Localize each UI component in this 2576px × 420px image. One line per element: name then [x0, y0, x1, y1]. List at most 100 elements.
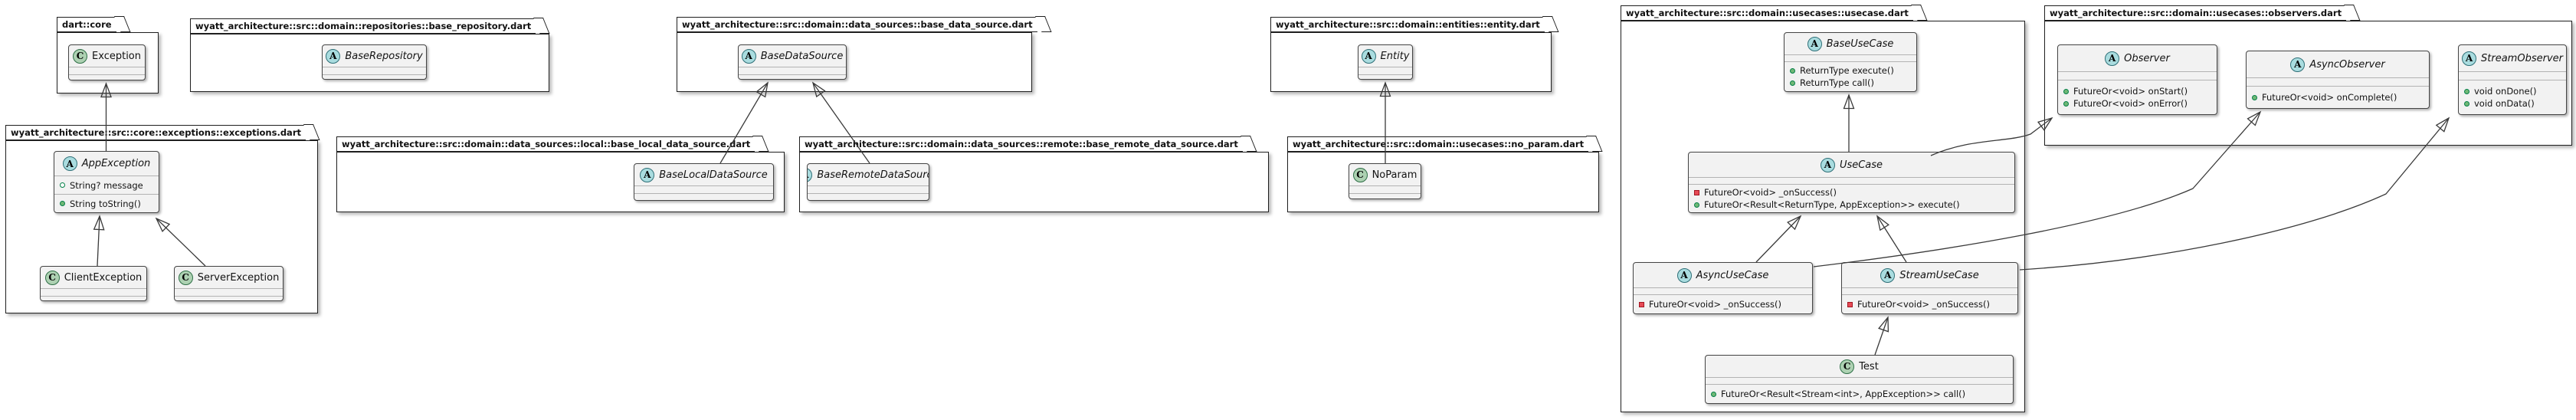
method-text: FutureOr<void> onStart() — [2073, 86, 2188, 97]
package-tab: wyatt_architecture::src::domain::reposit… — [190, 18, 536, 34]
methods-compartment: ReturnType execute() ReturnType call() — [1785, 61, 1916, 91]
methods-compartment: String toString() — [54, 194, 159, 212]
class-name: Test — [1859, 360, 1879, 372]
class-spot-icon: C — [178, 270, 193, 285]
public-method-icon — [2063, 88, 2069, 94]
class-name: BaseRemoteDataSource — [817, 169, 929, 181]
class-name: AsyncObserver — [2309, 58, 2385, 71]
empty-fields-compartment — [1634, 287, 1812, 294]
empty-methods-compartment — [323, 74, 426, 79]
method-text: FutureOr<void> _onSuccess() — [1704, 187, 1837, 198]
private-method-icon — [1694, 189, 1699, 195]
empty-fields-compartment — [1785, 54, 1916, 61]
empty-fields-compartment — [69, 67, 145, 74]
empty-fields-compartment — [2058, 71, 2217, 80]
public-method-icon — [1790, 67, 1795, 74]
abstract-spot-icon: A — [808, 167, 813, 182]
class-header: C NoParam — [1349, 164, 1421, 185]
method-text: ReturnType execute() — [1800, 65, 1894, 76]
empty-fields-compartment — [1349, 185, 1421, 193]
public-method-icon — [2464, 100, 2469, 107]
method-row: FutureOr<void> onError() — [2058, 97, 2217, 110]
class-appexception: A AppException String? message String to… — [54, 151, 159, 213]
class-streamusecase: A StreamUseCase FutureOr<void> _onSucces… — [1841, 262, 2018, 314]
method-text: void onDone() — [2474, 86, 2537, 97]
class-name: StreamUseCase — [1899, 269, 1979, 281]
abstract-spot-icon: A — [1820, 157, 1835, 172]
class-name: NoParam — [1372, 169, 1417, 181]
empty-fields-compartment — [2247, 77, 2429, 86]
public-method-icon — [2252, 94, 2257, 100]
class-header: A StreamUseCase — [1842, 263, 2017, 287]
empty-fields-compartment — [1689, 177, 2014, 184]
class-name: BaseUseCase — [1826, 38, 1894, 50]
class-name: Entity — [1380, 50, 1410, 62]
class-clientexception: C ClientException — [40, 266, 147, 301]
public-method-icon — [2464, 88, 2469, 94]
methods-compartment: FutureOr<void> _onSuccess() — [1634, 294, 1812, 313]
empty-fields-compartment — [1842, 287, 2017, 294]
empty-fields-compartment — [323, 67, 426, 74]
empty-fields-compartment — [1706, 377, 2013, 384]
methods-compartment: FutureOr<void> onStart() FutureOr<void> … — [2058, 80, 2217, 114]
class-header: A StreamObserver — [2459, 45, 2566, 71]
field-row: String? message — [54, 179, 159, 192]
package-body — [677, 32, 1032, 92]
empty-methods-compartment — [175, 296, 283, 300]
class-usecase: A UseCase FutureOr<void> _onSuccess() Fu… — [1688, 152, 2015, 213]
package-tab: wyatt_architecture::src::domain::data_so… — [677, 17, 1037, 32]
class-name: AppException — [81, 158, 151, 169]
empty-methods-compartment — [1358, 74, 1412, 79]
empty-fields-compartment — [739, 67, 846, 74]
class-name: ClientException — [64, 271, 143, 284]
class-baserepository: A BaseRepository — [322, 44, 427, 80]
class-spot-icon: C — [73, 48, 88, 64]
class-header: A Observer — [2058, 45, 2217, 71]
method-text: FutureOr<void> onComplete() — [2262, 92, 2397, 103]
package-tab: wyatt_architecture::src::domain::usecase… — [2044, 5, 2347, 21]
method-row: FutureOr<void> onStart() — [2058, 85, 2217, 97]
class-noparam: C NoParam — [1349, 163, 1421, 199]
method-text: String toString() — [70, 198, 141, 209]
empty-fields-compartment — [41, 288, 146, 296]
method-row: ReturnType execute() — [1785, 64, 1916, 77]
class-header: A BaseRepository — [323, 45, 426, 67]
class-header: C Test — [1706, 356, 2013, 377]
class-header: A AsyncUseCase — [1634, 263, 1812, 287]
class-name: BaseDataSource — [760, 50, 844, 62]
method-row: FutureOr<void> _onSuccess() — [1842, 298, 2017, 310]
empty-methods-compartment — [808, 193, 929, 200]
class-name: AsyncUseCase — [1696, 269, 1769, 281]
method-row: FutureOr<void> _onSuccess() — [1634, 298, 1812, 310]
package-tab: wyatt_architecture::src::domain::usecase… — [1621, 5, 1913, 21]
class-header: A AppException — [54, 152, 159, 176]
abstract-spot-icon: A — [640, 167, 655, 182]
private-method-icon — [1639, 301, 1644, 307]
method-row: void onData() — [2459, 97, 2566, 110]
empty-fields-compartment — [2459, 71, 2566, 80]
method-row: FutureOr<void> _onSuccess() — [1689, 186, 2014, 199]
private-method-icon — [1847, 301, 1853, 307]
class-test: C Test FutureOr<Result<Stream<int>, AppE… — [1705, 355, 2014, 404]
abstract-spot-icon: A — [2462, 51, 2477, 66]
empty-methods-compartment — [634, 193, 773, 200]
class-name: ServerException — [197, 271, 280, 284]
class-spot-icon: C — [1352, 167, 1368, 182]
public-method-icon — [1711, 391, 1716, 397]
method-row: void onDone() — [2459, 85, 2566, 97]
method-row: FutureOr<Result<Stream<int>, AppExceptio… — [1706, 388, 2013, 400]
class-baseusecase: A BaseUseCase ReturnType execute() Retur… — [1784, 32, 1917, 92]
methods-compartment: FutureOr<void> _onSuccess() FutureOr<Res… — [1689, 184, 2014, 212]
abstract-spot-icon: A — [1676, 267, 1692, 283]
class-basedatasource: A BaseDataSource — [738, 44, 847, 80]
method-text: FutureOr<Result<ReturnType, AppException… — [1704, 199, 1960, 210]
package-tab: wyatt_architecture::src::domain::usecase… — [1287, 136, 1589, 152]
method-text: FutureOr<void> _onSuccess() — [1649, 299, 1782, 310]
abstract-spot-icon: A — [1880, 267, 1896, 283]
class-entity: A Entity — [1358, 44, 1413, 80]
class-header: A BaseLocalDataSource — [634, 164, 773, 185]
package-body — [1287, 152, 1599, 212]
class-header: A Entity — [1358, 45, 1412, 67]
methods-compartment: FutureOr<void> _onSuccess() — [1842, 294, 2017, 313]
